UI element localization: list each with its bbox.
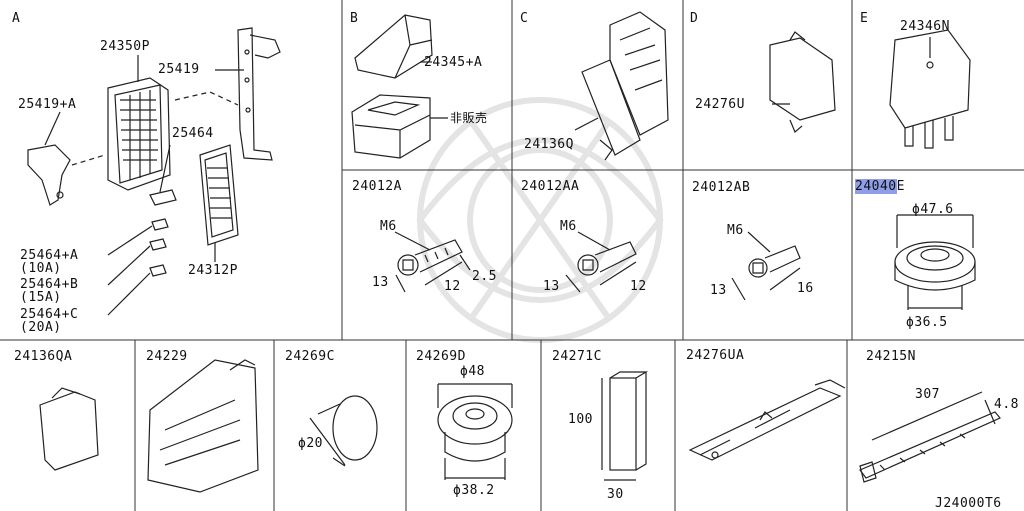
part-label-24215N[interactable]: 24215N — [866, 349, 916, 364]
dim-diameter-47-6: ϕ47.6 — [912, 202, 954, 217]
fuse-25464 — [107, 144, 177, 316]
dim-16-ab: 16 — [797, 281, 814, 296]
dim-100: 100 — [568, 412, 593, 427]
part-label-24269C[interactable]: 24269C — [285, 349, 335, 364]
strap-24276UA — [688, 379, 846, 461]
part-label-24012AA[interactable]: 24012AA — [521, 179, 580, 194]
bracket-24229 — [147, 359, 259, 493]
part-label-24229[interactable]: 24229 — [146, 349, 188, 364]
part-label-25464B-amp: (15A) — [20, 290, 62, 305]
dim-12-aa: 12 — [630, 279, 647, 294]
part-label-24136Q[interactable]: 24136Q — [524, 137, 574, 152]
part-label-24269D[interactable]: 24269D — [416, 349, 466, 364]
part-label-25464A-amp: (10A) — [20, 261, 62, 276]
dim-12-a: 12 — [444, 279, 461, 294]
dim-30: 30 — [607, 487, 624, 502]
section-label-c: C — [520, 11, 528, 26]
part-label-24276UA[interactable]: 24276UA — [686, 348, 745, 363]
dim-m6-aa: M6 — [560, 219, 577, 234]
dim-diameter-36-5: ϕ36.5 — [906, 315, 948, 330]
dim-13-ab: 13 — [710, 283, 727, 298]
dim-diameter-20: ϕ20 — [298, 436, 323, 451]
section-label-a: A — [12, 11, 20, 26]
pad-24269C — [309, 395, 378, 467]
dim-diameter-48: ϕ48 — [460, 364, 485, 379]
grommet-24040E — [894, 214, 976, 310]
dim-m6-ab: M6 — [727, 223, 744, 238]
block-24271C — [601, 371, 649, 481]
bolt-24012AA — [565, 231, 637, 293]
part-label-25419[interactable]: 25419 — [158, 62, 200, 77]
part-label-25419A[interactable]: 25419+A — [18, 97, 77, 112]
bolt-24012AB — [731, 231, 801, 301]
cover-24136QA — [39, 387, 99, 471]
bracket-24136Q — [574, 11, 669, 161]
dim-13-a: 13 — [372, 275, 389, 290]
part-label-24345A[interactable]: 24345+A — [424, 55, 483, 70]
dim-307: 307 — [915, 387, 940, 402]
part-label-24040E[interactable]: 24040E — [855, 179, 905, 194]
watermark-emblem — [416, 97, 664, 343]
dim-25-a: 2.5 — [472, 269, 497, 284]
dim-4-8: 4.8 — [994, 397, 1019, 412]
part-non-sale — [351, 94, 448, 159]
part-label-25464[interactable]: 25464 — [172, 126, 214, 141]
part-label-24346N[interactable]: 24346N — [900, 19, 950, 34]
cover-24345A — [354, 14, 433, 79]
dim-m6-a: M6 — [380, 219, 397, 234]
bracket-25419A — [27, 111, 106, 206]
dim-diameter-38-2: ϕ38.2 — [453, 483, 495, 498]
bracket-24276U — [769, 31, 836, 133]
section-label-b: B — [350, 11, 358, 26]
fuse-block-24350P — [107, 55, 171, 191]
bracket-24346N — [889, 29, 971, 149]
diagram-code: J24000T6 — [935, 496, 1002, 511]
bracket-25419 — [174, 27, 281, 161]
part-label-24136QA[interactable]: 24136QA — [14, 349, 73, 364]
section-label-e: E — [860, 11, 868, 26]
tie-24215N — [859, 391, 1001, 483]
cover-24312P — [199, 144, 239, 262]
selected-part-highlight: 24040 — [855, 179, 897, 194]
part-label-25464C-amp: (20A) — [20, 320, 62, 335]
part-label-24271C[interactable]: 24271C — [552, 349, 602, 364]
dim-13-aa: 13 — [543, 279, 560, 294]
part-label-24276U[interactable]: 24276U — [695, 97, 745, 112]
part-label-24012AB[interactable]: 24012AB — [692, 180, 751, 195]
part-label-24350P[interactable]: 24350P — [100, 39, 150, 54]
part-label-25464B[interactable]: 25464+B — [20, 277, 79, 292]
part-label-24012A[interactable]: 24012A — [352, 179, 402, 194]
grommet-24269D — [437, 383, 513, 480]
part-label-25464A[interactable]: 25464+A — [20, 248, 79, 263]
part-label-24312P[interactable]: 24312P — [188, 263, 238, 278]
part-label-non-sale: 非販売 — [450, 111, 488, 125]
bolt-24012A — [394, 231, 471, 293]
part-label-25464C[interactable]: 25464+C — [20, 307, 79, 322]
section-label-d: D — [690, 11, 698, 26]
